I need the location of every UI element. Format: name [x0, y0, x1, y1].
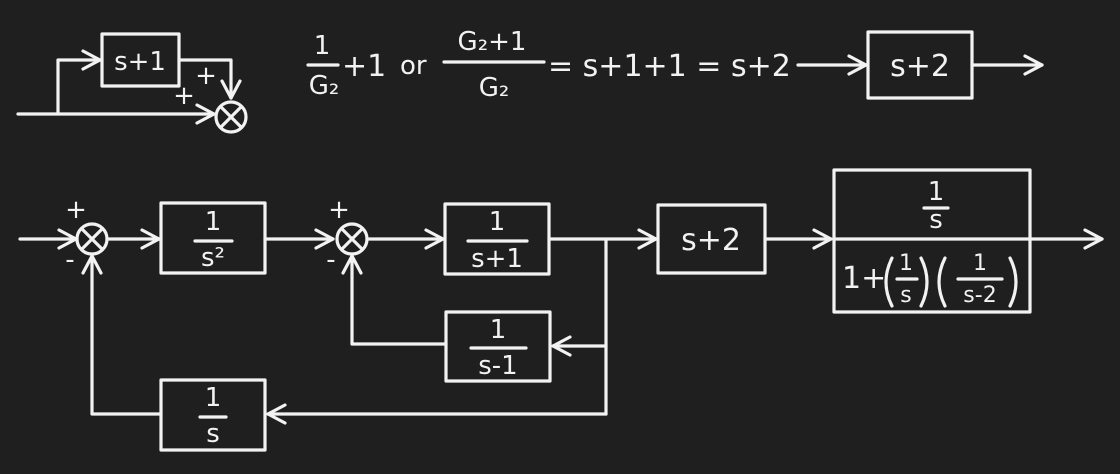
block-1-num: 1: [205, 207, 222, 237]
paren-2-left: [937, 256, 947, 308]
summing-junction-1: [75, 222, 109, 256]
eq-frac1-den: G₂: [309, 71, 340, 101]
eq-result: = s+1+1 = s+2: [548, 49, 791, 84]
top-summing-junction: [214, 100, 248, 134]
eq-frac2-den: G₂: [479, 73, 510, 103]
paren-1-left: [884, 256, 894, 308]
block-2-den: s+1: [471, 244, 523, 274]
feedback-inner-den: s-1: [478, 351, 517, 381]
top-equation: 1 G₂ +1 or G₂+1 G₂ = s+1+1 = s+2: [306, 27, 791, 103]
block-4-f1-num: 1: [899, 251, 913, 276]
block-4-den: s: [929, 205, 943, 235]
outer-feedback-return-arrow: [81, 254, 163, 416]
block-4-f2-num: 1: [973, 251, 987, 276]
eq-or: or: [400, 51, 427, 81]
main-block-diagram: + - 1 s² + - 1 s+1 s+2 1 s: [18, 168, 1104, 452]
block-4-f2-den: s-2: [963, 283, 996, 308]
top-feedforward-output-arrow: [177, 58, 242, 100]
top-result-label: s+2: [890, 49, 950, 84]
paren-2-right: [1008, 256, 1018, 308]
top-sum-sign-left: +: [173, 81, 195, 111]
block-2-num: 1: [489, 207, 506, 237]
top-feedforward-label: s+1: [114, 47, 166, 77]
sum2-sign-minus: -: [326, 245, 335, 275]
feedback-outer-den: s: [206, 419, 220, 449]
eq-frac1-num: 1: [314, 31, 331, 61]
feedback-outer-num: 1: [205, 383, 222, 413]
sum1-sign-plus: +: [65, 195, 87, 225]
top-branch-arrow: [56, 49, 102, 116]
block-1-den: s²: [201, 243, 225, 273]
inner-feedback-return-arrow: [341, 254, 448, 346]
block-4-f1-den: s: [900, 283, 911, 308]
block-4-den-lead: 1+: [842, 261, 886, 296]
eq-plus-one: +1: [342, 49, 386, 84]
eq-frac2-num: G₂+1: [458, 27, 527, 57]
block-3-label: s+2: [681, 223, 741, 258]
sum2-sign-plus: +: [328, 195, 350, 225]
summing-junction-2: [335, 222, 369, 256]
top-sum-sign-top: +: [195, 61, 217, 91]
block-4-num: 1: [928, 177, 945, 207]
top-simplification: s+1 + + 1 G₂ +1 or G₂+1 G₂ = s+1+1 = s+2…: [16, 27, 1044, 134]
feedback-inner-block: [444, 310, 552, 383]
block-4: [832, 168, 1032, 314]
block-4-denominator-expression: 1+ 1 s 1 s-2: [842, 251, 1018, 308]
paren-1-right: [919, 256, 929, 308]
feedback-inner-num: 1: [490, 315, 507, 345]
sum1-sign-minus: -: [65, 245, 74, 275]
